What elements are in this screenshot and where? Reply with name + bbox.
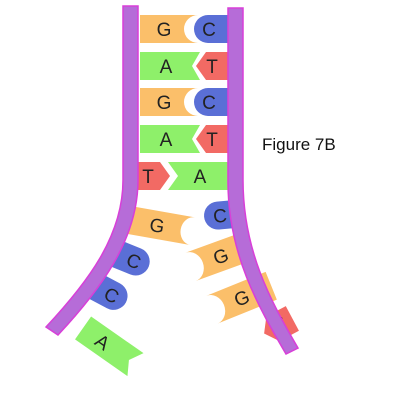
base-pair-3: G C — [140, 88, 228, 116]
base-g-shape — [140, 88, 198, 116]
base-pair-2: A T — [140, 52, 228, 80]
base-label: G — [148, 215, 166, 238]
base-pair-1: G C — [140, 15, 228, 43]
base-label: C — [202, 93, 216, 114]
base-label: T — [142, 167, 154, 188]
base-label: T — [206, 130, 218, 151]
base-a-shape — [75, 316, 144, 377]
base-a-shape — [168, 162, 232, 190]
left-base-4: A — [75, 316, 144, 377]
base-c-shape — [194, 15, 228, 43]
base-pair-4: A T — [140, 125, 228, 153]
base-label: G — [157, 93, 172, 114]
right-backbone — [227, 7, 300, 355]
base-label: T — [206, 57, 218, 78]
base-label: C — [202, 20, 216, 41]
base-c-shape — [194, 88, 228, 116]
base-g-shape — [140, 15, 198, 43]
left-backbone — [44, 5, 139, 336]
base-t-shape — [196, 52, 228, 80]
base-label: C — [212, 206, 228, 228]
base-pair-5: T A — [134, 162, 232, 190]
base-a-shape — [140, 52, 200, 80]
left-strand-bases: G C C A — [75, 206, 195, 377]
left-base-1: G — [127, 206, 195, 245]
base-label: G — [211, 245, 232, 270]
base-g-shape — [127, 206, 195, 245]
base-label: A — [160, 130, 173, 151]
base-t-shape — [196, 125, 228, 153]
base-label: A — [194, 167, 207, 188]
base-t-shape — [134, 162, 170, 190]
base-label: G — [157, 20, 172, 41]
base-label: A — [160, 57, 173, 78]
base-a-shape — [140, 125, 200, 153]
figure-caption: Figure 7B — [262, 135, 336, 154]
base-label: G — [231, 287, 253, 312]
